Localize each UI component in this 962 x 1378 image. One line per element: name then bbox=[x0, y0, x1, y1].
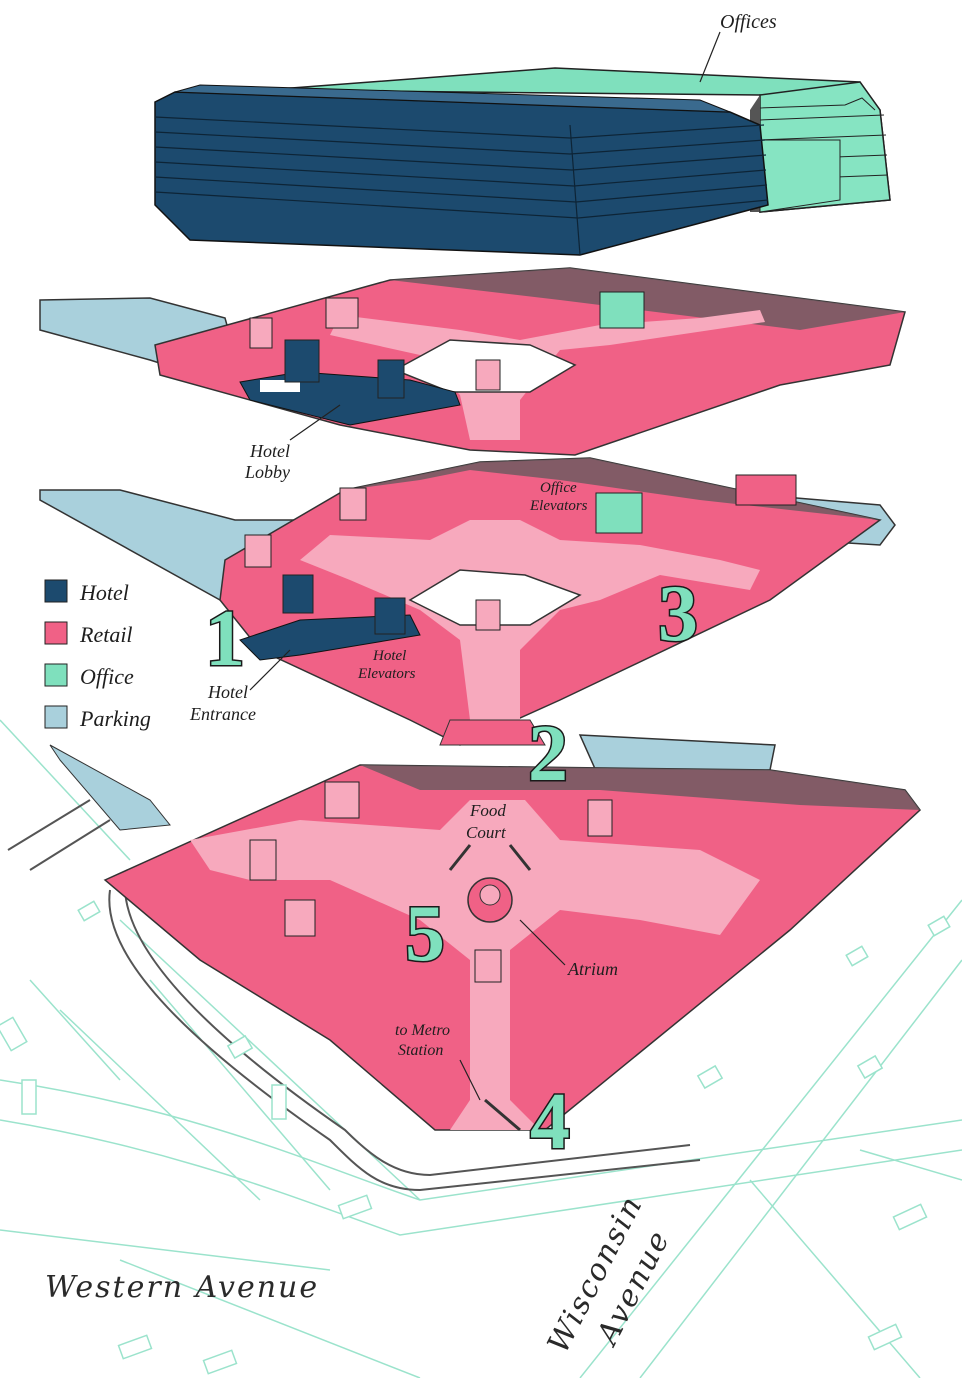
hotel-floor-lines bbox=[154, 116, 769, 256]
legend-item-retail: Retail bbox=[44, 621, 133, 647]
label-atrium: Atrium bbox=[567, 959, 618, 979]
number-3: 3 bbox=[658, 570, 698, 658]
level-3 bbox=[39, 267, 906, 456]
level-1 bbox=[49, 734, 922, 1132]
leader-lines bbox=[249, 31, 721, 1101]
legend-label-parking: Parking bbox=[79, 706, 151, 731]
number-1: 1 bbox=[205, 595, 245, 683]
street-wisconsin-avenue: Wisconsin Avenue bbox=[541, 1190, 678, 1359]
level-2 bbox=[39, 457, 896, 746]
label-food-court-1: Food bbox=[469, 801, 506, 820]
office-tower bbox=[154, 67, 891, 256]
label-offices: Offices bbox=[720, 11, 777, 33]
label-hotel-lobby-2: Lobby bbox=[244, 462, 290, 482]
legend-item-office: Office bbox=[44, 663, 134, 689]
legend-label-retail: Retail bbox=[79, 622, 133, 647]
map-labels: Offices Hotel Lobby Office Elevators Hot… bbox=[189, 11, 777, 1059]
label-hotel-elevators-2: Elevators bbox=[357, 666, 416, 682]
entrance-numbers: 1 2 3 4 5 bbox=[204, 569, 700, 1168]
label-hotel-lobby-1: Hotel bbox=[249, 441, 290, 461]
street-western-avenue: Western Avenue bbox=[45, 1270, 319, 1305]
label-metro-1: to Metro bbox=[395, 1022, 450, 1039]
legend-item-parking: Parking bbox=[44, 705, 151, 731]
label-hotel-entrance-2: Entrance bbox=[189, 704, 256, 724]
label-hotel-entrance-1: Hotel bbox=[207, 682, 248, 702]
label-office-elevators-2: Elevators bbox=[529, 498, 588, 514]
label-food-court-2: Court bbox=[466, 823, 507, 842]
number-2: 2 bbox=[528, 710, 568, 798]
label-office-elevators-1: Office bbox=[540, 480, 577, 496]
label-hotel-elevators-1: Hotel bbox=[372, 648, 406, 664]
legend-label-hotel: Hotel bbox=[79, 580, 129, 605]
legend: Hotel Retail Office Parking bbox=[44, 579, 151, 731]
level-2-atrium-opening bbox=[408, 569, 582, 626]
cars bbox=[0, 900, 951, 1375]
number-4: 4 bbox=[530, 1078, 570, 1166]
legend-item-hotel: Hotel bbox=[44, 579, 129, 605]
number-5: 5 bbox=[405, 890, 445, 978]
legend-label-office: Office bbox=[80, 664, 134, 689]
label-metro-2: Station bbox=[398, 1042, 443, 1059]
